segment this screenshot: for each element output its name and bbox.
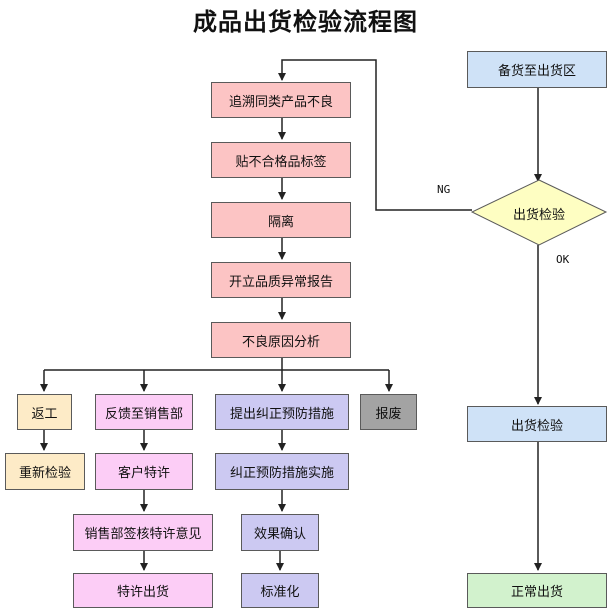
reinspect-box: 重新检验	[5, 453, 85, 490]
nonconforming-label-box: 贴不合格品标签	[211, 142, 351, 178]
ng-label: NG	[437, 183, 451, 196]
concession-shipment-box: 特许出货	[73, 573, 213, 608]
rework-box: 返工	[17, 394, 72, 430]
customer-concession-box: 客户特许	[95, 453, 193, 490]
isolate-box: 隔离	[211, 202, 351, 238]
feedback-sales-box: 反馈至销售部	[95, 394, 193, 430]
scrap-box: 报废	[360, 394, 417, 430]
root-cause-analysis-box: 不良原因分析	[211, 322, 351, 358]
verify-effect-box: 效果确认	[241, 514, 319, 551]
decision-label: 出货检验	[512, 208, 565, 223]
shipment-inspection-box: 出货检验	[467, 406, 607, 442]
propose-corrective-action-box: 提出纠正预防措施	[215, 394, 349, 430]
page-title: 成品出货检验流程图	[193, 8, 418, 36]
implement-corrective-action-box: 纠正预防措施实施	[215, 453, 349, 490]
sales-signoff-box: 销售部签核特许意见	[73, 514, 213, 551]
decision-diamond	[470, 179, 608, 246]
standardize-box: 标准化	[241, 573, 319, 608]
normal-shipment-box: 正常出货	[467, 573, 607, 608]
ok-label: OK	[556, 253, 570, 266]
stock-to-shipping-area-box: 备货至出货区	[467, 51, 607, 88]
ng-connector	[278, 59, 472, 211]
quality-issue-report-box: 开立品质异常报告	[211, 262, 351, 298]
trace-defects-box: 追溯同类产品不良	[211, 82, 351, 118]
